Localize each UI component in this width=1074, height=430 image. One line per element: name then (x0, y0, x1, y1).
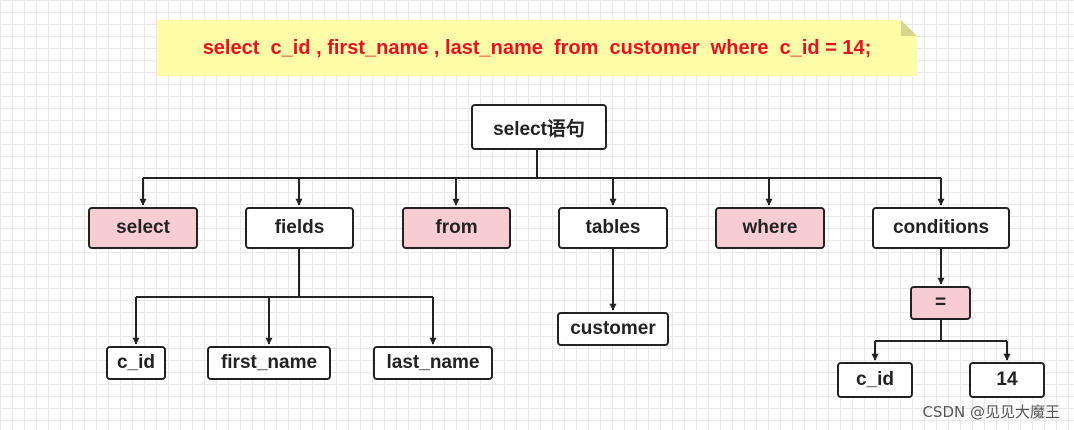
node-table-customer: customer (557, 312, 669, 346)
node-fields: fields (245, 207, 354, 249)
csdn-watermark: CSDN @见见大魔王 (922, 403, 1060, 421)
node-from-keyword: from (402, 207, 511, 249)
node-condition-value-14: 14 (969, 362, 1045, 398)
sql-sticky-note (157, 20, 917, 76)
node-select-keyword: select (88, 207, 198, 249)
node-tables: tables (558, 207, 668, 249)
sql-statement-text: select c_id , first_name , last_name fro… (202, 36, 872, 59)
node-field-c-id: c_id (106, 346, 166, 380)
node-field-first-name: first_name (207, 346, 331, 380)
node-conditions: conditions (872, 207, 1010, 249)
node-root-select-statement: select语句 (471, 104, 607, 150)
node-equals-operator: = (910, 286, 971, 320)
node-condition-c-id: c_id (837, 362, 913, 398)
node-where-keyword: where (715, 207, 825, 249)
node-field-last-name: last_name (373, 346, 493, 380)
